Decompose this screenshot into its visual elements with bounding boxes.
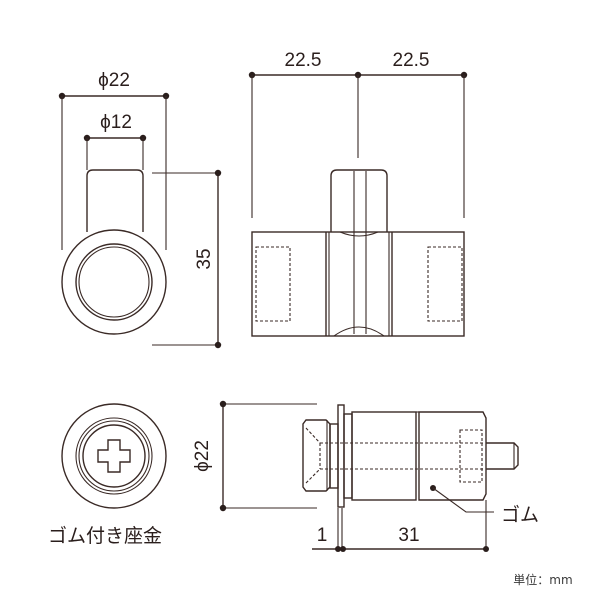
top-right-view: 22.5 22.5: [248, 50, 468, 337]
right-span-label: 22.5: [393, 50, 430, 71]
top-left-view: ϕ22 ϕ12 35: [58, 70, 222, 349]
phillips-cross-icon: [97, 439, 131, 473]
left-span-label: 22.5: [285, 50, 322, 71]
height-label: 35: [194, 248, 215, 269]
unit-label: 単位：mm: [513, 572, 572, 587]
length-label: 31: [398, 525, 419, 546]
diameter-label: ϕ22: [192, 440, 213, 472]
bottom-right-view: ϕ22 ゴム 1 31: [192, 400, 539, 552]
rubber-callout-label: ゴム: [501, 504, 539, 526]
caption-rubber-washer: ゴム付き座金: [48, 525, 162, 547]
bottom-left-view: ゴム付き座金: [48, 403, 167, 547]
flange-thickness-label: 1: [317, 525, 328, 546]
outer-diameter-label: ϕ22: [98, 70, 130, 91]
inner-diameter-label: ϕ12: [100, 112, 132, 133]
